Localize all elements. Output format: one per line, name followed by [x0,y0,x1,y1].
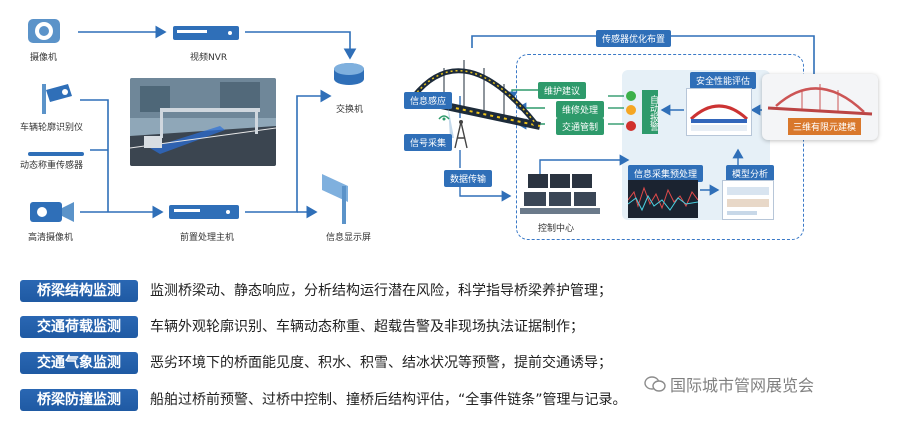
contour-scanner-icon [28,82,74,116]
monitor-tag: 桥梁结构监测 [20,280,138,302]
monitor-tag: 交通荷载监测 [20,316,138,338]
arch-bridge-image [404,40,544,138]
monitor-row-weather: 交通气象监测 恶劣环境下的桥面能见度、积水、积雪、结冰状况等预警，提前交通诱导； [20,352,900,378]
sensor-opt-label: 传感器优化布置 [596,30,672,47]
process-dashed-panel [516,54,804,240]
preprocess-host-icon [168,200,242,224]
monitor-row-structure: 桥梁结构监测 监测桥梁动、静态响应，分析结构运行潜在风险，科学指导桥梁养护管理； [20,280,900,306]
monitor-row-collision: 桥梁防撞监测 船舶过桥前预警、过桥中控制、撞桥后结构评估，“全事件链条”管理与记… [20,389,900,415]
data-trans-label: 数据传输 [444,170,493,187]
hd-camera-icon [28,196,76,226]
nvr-icon [172,22,242,44]
auto-alarm-label: 自动报警 [642,90,658,134]
left-diagram-connectors [78,25,357,219]
safety-eval-label: 安全性能评估 [690,72,757,89]
maint-suggest-label: 维护建议 [538,82,587,99]
monitor-tag: 桥梁防撞监测 [20,389,138,411]
camera-icon [24,14,64,48]
traffic-ctrl-label: 交通管制 [556,118,605,135]
safety-eval-screen [686,88,752,136]
control-center-icon [520,172,600,218]
monitor-desc: 车辆外观轮廓识别、车辆动态称重、超载告警及非现场执法证据制作； [150,319,584,335]
model-label: 模型分析 [726,165,775,182]
fem-label: 三维有限元建模 [788,118,862,135]
camera-label: 摄像机 [30,53,58,63]
rd-preprocess-label: 信息采集预处理 [628,165,704,182]
monitor-tag: 交通气象监测 [20,352,138,374]
alarm-lamps-icon [624,90,638,134]
signal-label: 信号采集 [404,134,453,151]
display-label: 信息显示屏 [326,233,372,243]
preprocess-label: 前置处理主机 [180,233,235,243]
monitor-row-traffic-load: 交通荷载监测 车辆外观轮廓识别、车辆动态称重、超载告警及非现场执法证据制作； [20,316,900,342]
hd-camera-label: 高清摄像机 [28,233,74,243]
watermark-text: 国际城市管网展览会 [670,376,815,395]
model-analysis-screen [722,180,774,220]
switch-icon [332,60,366,88]
weigh-label: 动态称重传感器 [20,161,84,171]
nvr-label: 视频NVR [190,53,228,63]
display-screen-icon [318,168,354,226]
wifi-signal-icon [438,106,450,121]
control-center-label: 控制中心 [538,224,575,234]
antenna-tower-icon [452,118,470,150]
monitor-desc: 恶劣环境下的桥面能见度、积水、积雪、结冰状况等预警，提前交通诱导； [150,355,612,371]
monitor-desc: 船舶过桥前预警、过桥中控制、撞桥后结构评估，“全事件链条”管理与记录。 [150,392,627,408]
watermark: 国际城市管网展览会 [644,372,814,396]
switch-label: 交换机 [336,105,364,115]
weigh-sensor-icon [28,144,88,156]
maint-process-label: 维修处理 [556,101,605,118]
waveform-screen [627,180,699,218]
monitor-desc: 监测桥梁动、静态响应，分析结构运行潜在风险，科学指导桥梁养护管理； [150,283,612,299]
wechat-icon [644,375,666,393]
info-sense-label: 信息感应 [404,92,453,109]
road-monitoring-photo [130,78,276,166]
contour-label: 车辆轮廓识别仪 [20,123,84,133]
